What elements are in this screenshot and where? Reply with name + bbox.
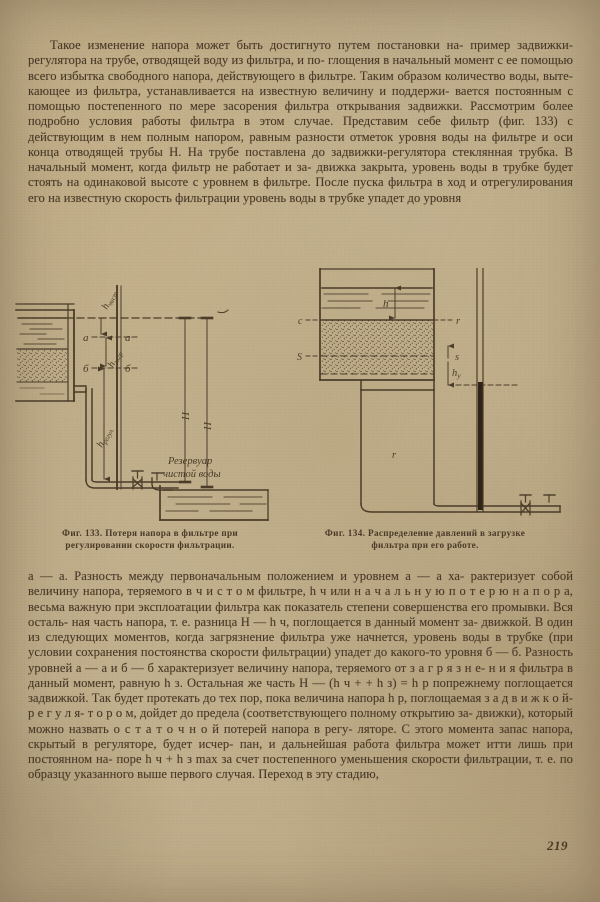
- bottom-line-14: ляторе. С этого момента запас напора, ск…: [28, 721, 573, 751]
- top-line-1: пример задвижки-регулятора на трубе, отв…: [28, 38, 573, 68]
- top-line-10: стеклянная трубка. В начальный момент, к…: [28, 144, 574, 174]
- top-line-9: конца отводящей трубы H. На трубе постав…: [28, 144, 447, 159]
- bottom-line-3: фильтра как показатель степени совершенс…: [28, 599, 574, 629]
- fig134-label-h: h: [383, 298, 389, 310]
- bottom-line-13: движки), который можно назвать о с т а т…: [28, 706, 573, 736]
- fig133-level-b-left: б: [83, 363, 89, 375]
- fig133-reservoir-label-line1: Резервуар: [167, 456, 212, 467]
- bottom-line-16: поре h ч + h з max за счет постепенного …: [116, 752, 532, 766]
- bottom-line-8: a — a и б — б характеризует величину нап…: [75, 660, 486, 675]
- fig133-label-H-left: H: [180, 411, 192, 421]
- fig133-caption-line1: Потеря напора в фильтре при: [105, 528, 238, 538]
- fig134-caption-line2: фильтра при его работе.: [371, 540, 479, 550]
- bottom-paragraph: a — a. Разность между первоначальным пол…: [28, 569, 573, 783]
- bottom-line-2: н а ч а л ь н у ю п о т е р ю н а п о р …: [28, 584, 573, 614]
- top-line-12: с уровнем в фильтре. После пуска фильтра…: [28, 175, 573, 205]
- fig134-label-h-u: hу: [452, 368, 461, 380]
- bottom-line-10: + h з) = h р попрежнему поглощается задв…: [28, 675, 573, 705]
- top-line-6: открывания задвижки. Рассмотрим более по…: [28, 99, 573, 129]
- figures-row: hчист hзагр hрегул. а а б б H H Резервуа…: [0, 268, 600, 523]
- fig133-level-a-left: а: [83, 332, 89, 344]
- fig133-caption-line2: регулировании скорости фильтрации.: [65, 540, 235, 550]
- bottom-line-5: движкой. В один из следующих моментов, к…: [28, 614, 573, 644]
- bottom-line-0: a — a. Разность между первоначальным пол…: [28, 569, 465, 583]
- fig133-level-b-right: б: [125, 363, 131, 375]
- bottom-line-7: скорости фильтрации) упадет до какого-то…: [28, 645, 573, 675]
- fig134-number: Фиг. 134.: [324, 528, 366, 538]
- top-line-7: в этом случае. Представим себе фильтр (ф…: [28, 114, 573, 144]
- fig133-label-h-regul: hрегул.: [95, 425, 116, 450]
- bottom-paragraph-body: a — a. Разность между первоначальным пол…: [28, 569, 573, 783]
- fig134-label-s-left: S: [297, 352, 302, 363]
- bottom-line-17: т. е. по образцу указанного выше первого…: [28, 752, 573, 782]
- fig134-label-r: r: [456, 316, 461, 327]
- bottom-line-11: тех пор, пока величина напора h р, погло…: [28, 691, 573, 721]
- top-line-13: известную скорость фильтрации уровень во…: [63, 190, 462, 205]
- fig133-caption: Фиг. 133. Потеря напора в фильтре при ре…: [24, 527, 276, 551]
- fig133-reservoir-label-line2: чистой воды: [163, 469, 221, 480]
- fig134-label-r-inner: r: [392, 450, 397, 461]
- fig134-caption: Фиг. 134. Распределение давлений в загру…: [290, 527, 560, 551]
- bottom-line-6: начнется, уровень воды в трубке (при усл…: [28, 630, 573, 660]
- fig133-level-a-right: а: [125, 332, 131, 344]
- top-line-2: глощения в начальный момент с ее помощью…: [28, 53, 573, 83]
- bottom-line-1: рактеризует собой величину напора, теряе…: [28, 569, 574, 599]
- bottom-line-12: т о р о м, дойдет до предела (соответств…: [87, 706, 473, 721]
- figures-drawing: hчист hзагр hрегул. а а б б H H Резервуа…: [15, 268, 561, 521]
- fig134-label-c: c: [298, 316, 303, 327]
- top-paragraph-body: Такое изменение напора может быть достиг…: [28, 38, 573, 206]
- bottom-line-4: ная часть напора, т. е. разница H — h ч,…: [71, 614, 478, 629]
- page-number: 219: [547, 838, 568, 853]
- fig133-number: Фиг. 133.: [62, 528, 103, 538]
- top-line-4: кающее из фильтра, устанавливается на из…: [28, 83, 450, 98]
- top-line-5: вается постоянным с помощью постепенного…: [28, 83, 574, 113]
- top-paragraph: Такое изменение напора может быть достиг…: [28, 38, 573, 206]
- fig133-label-H-right: H: [202, 421, 214, 431]
- top-line-0: Такое изменение напора может быть достиг…: [50, 38, 464, 52]
- fig134-caption-line1: Распределение давлений в загрузке: [368, 528, 526, 538]
- fig133-label-h-zagr: hзагр: [106, 348, 125, 369]
- top-line-3: напора, действующего в фильтре. Таким об…: [172, 68, 573, 83]
- fig134-label-s-right: s: [455, 352, 459, 363]
- top-line-8: полным напором, равным разности отметок …: [146, 129, 573, 144]
- bottom-line-9: н и я фильтра в данный момент, равную h …: [28, 660, 574, 690]
- top-line-11: движка закрыта, уровень воды в трубке бу…: [28, 160, 573, 190]
- bottom-line-15: пан, и дальнейшая работа фильтра может и…: [28, 736, 573, 766]
